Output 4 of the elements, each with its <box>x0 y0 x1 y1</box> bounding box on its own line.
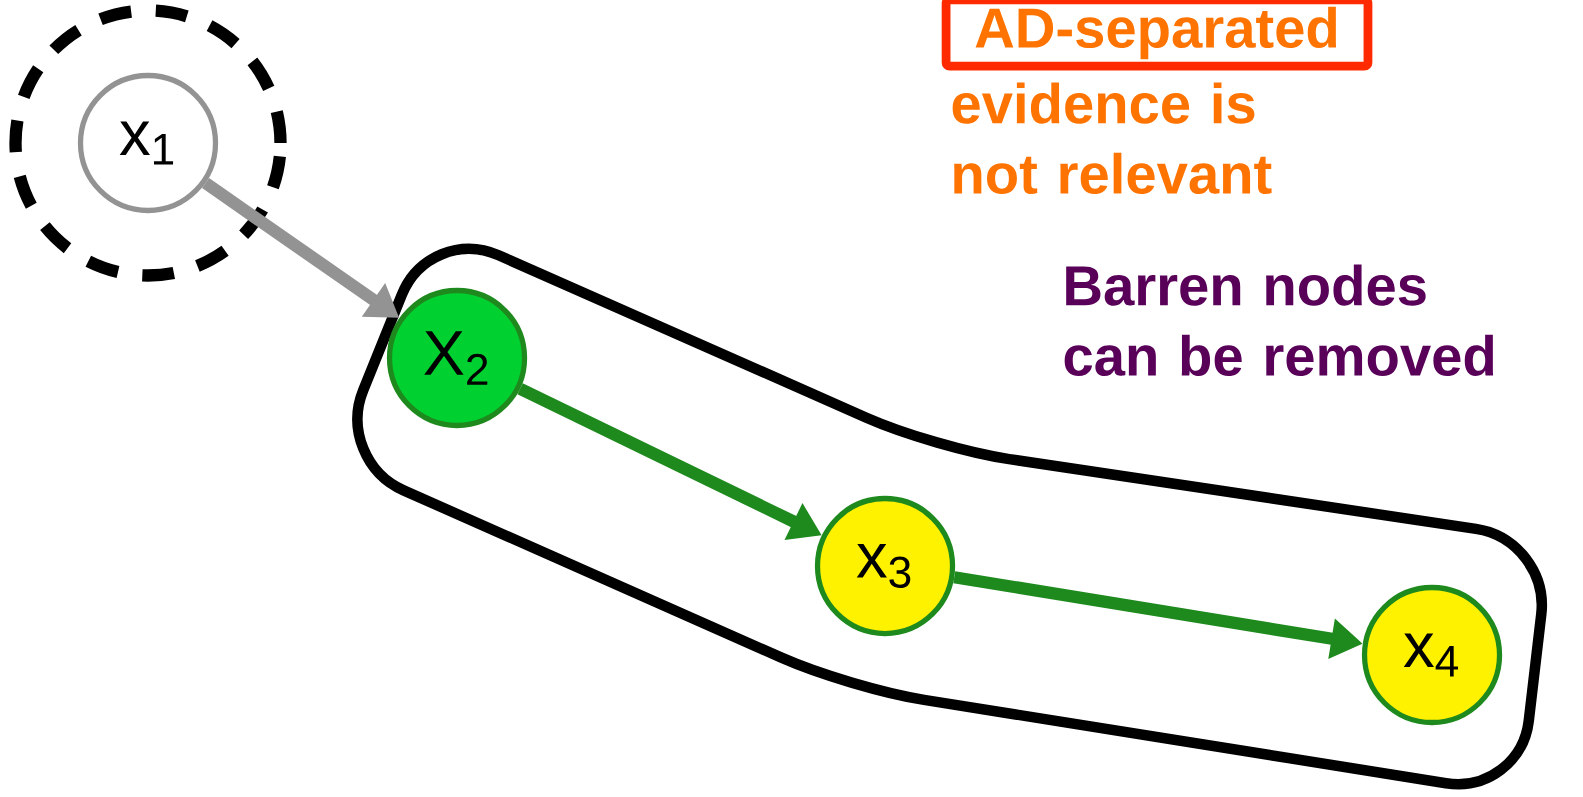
note-text: Barren nodes can be removed <box>1064 264 1494 376</box>
rounded-band <box>352 243 1548 790</box>
caption-text: evidence is not relevant <box>952 82 1272 194</box>
text-box: AD-separated <box>941 0 1373 71</box>
